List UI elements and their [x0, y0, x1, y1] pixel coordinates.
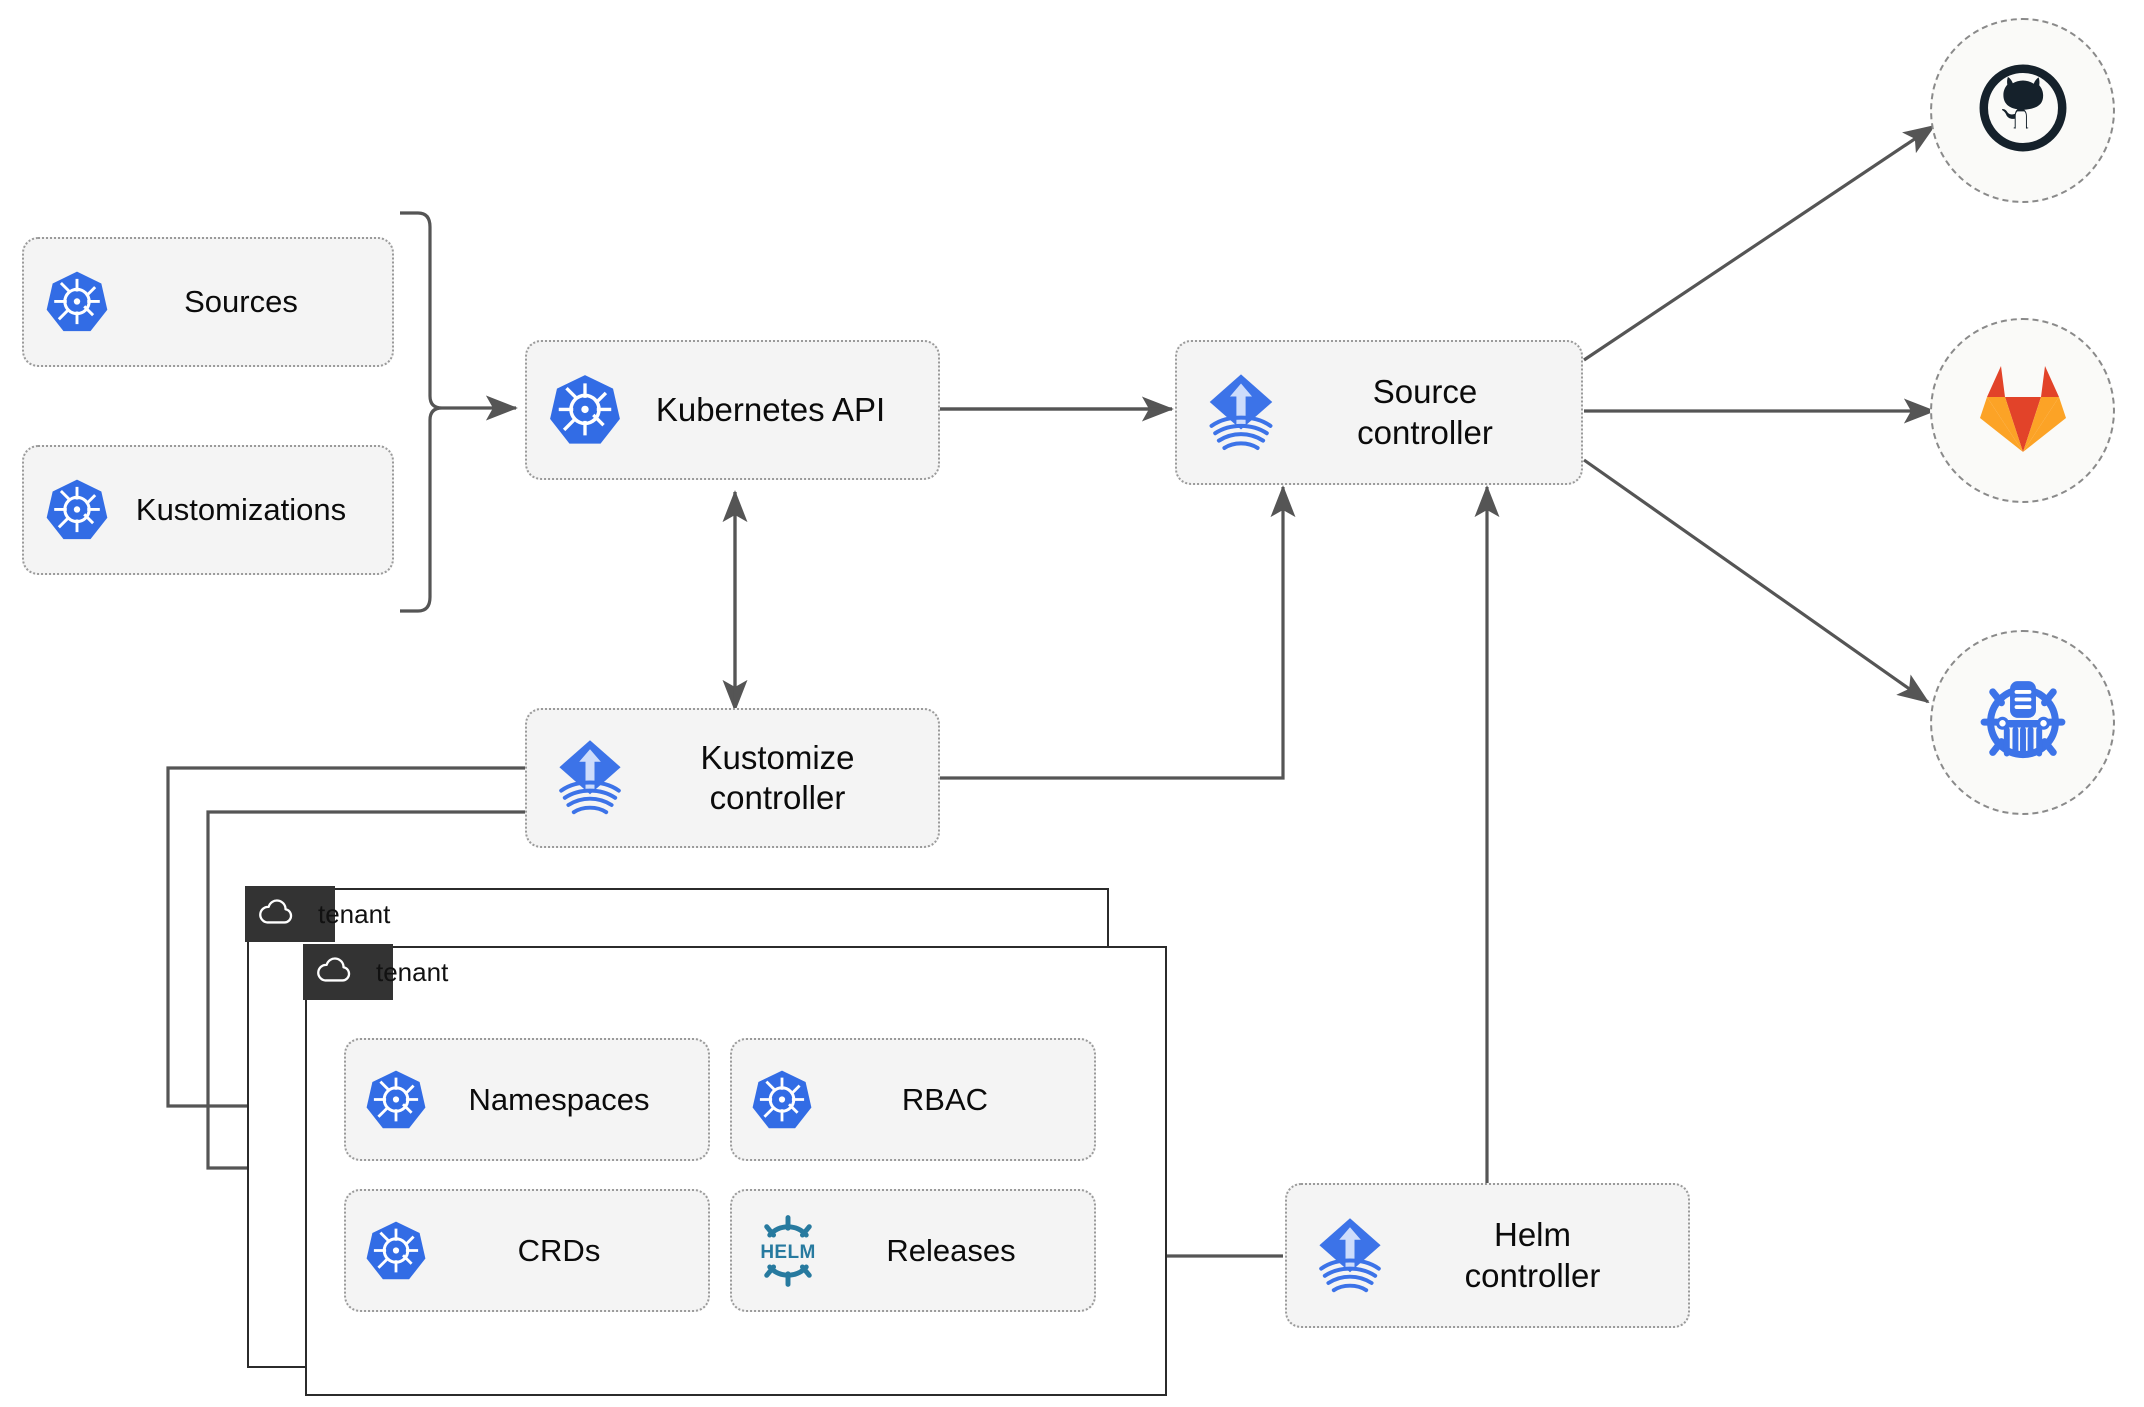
node-label-line2: controller	[1464, 1256, 1601, 1294]
tenant-label-back: tenant	[318, 898, 391, 929]
node-sources[interactable]: Sources	[22, 237, 394, 367]
node-label: Kustomizations	[135, 492, 347, 528]
github-icon	[1970, 55, 2076, 166]
node-label-line1: Kustomize	[700, 738, 855, 776]
kubernetes-icon	[750, 1068, 814, 1132]
node-kubernetes-api[interactable]: Kubernetes API	[525, 340, 940, 480]
node-label: Namespaces	[468, 1081, 650, 1117]
node-releases[interactable]: HELM Releases	[730, 1189, 1096, 1312]
flux-icon	[1195, 367, 1287, 459]
node-helm-controller[interactable]: Helm controller	[1285, 1183, 1690, 1328]
kubernetes-icon	[44, 269, 110, 335]
tenant-card-front[interactable]	[305, 946, 1167, 1396]
node-crds[interactable]: CRDs	[344, 1189, 710, 1312]
helm-icon: HELM	[750, 1213, 826, 1289]
flux-icon	[545, 733, 635, 823]
arrow-kustomize-to-source	[940, 485, 1296, 780]
kubernetes-icon	[547, 372, 623, 448]
node-source-controller[interactable]: Source controller	[1175, 340, 1583, 485]
endpoint-oci-registry[interactable]	[1930, 630, 2115, 815]
endpoint-github[interactable]	[1930, 18, 2115, 203]
cloud-icon	[315, 956, 353, 989]
node-label-line1: Source	[1372, 373, 1478, 411]
tenant-label-front: tenant	[376, 956, 449, 987]
kubernetes-icon	[364, 1068, 428, 1132]
node-label-line1: Helm	[1493, 1216, 1571, 1254]
node-label: CRDs	[517, 1232, 601, 1268]
tenant-tab-front	[303, 944, 393, 1000]
node-label: RBAC	[901, 1081, 989, 1117]
node-label-line2: controller	[709, 779, 846, 816]
kubernetes-icon	[364, 1219, 428, 1283]
node-label: Sources	[184, 284, 298, 320]
node-label: Helm controller	[1395, 1215, 1670, 1296]
node-rbac[interactable]: RBAC	[730, 1038, 1096, 1161]
arrow-source-to-oci	[1583, 458, 1930, 704]
flux-icon	[1305, 1211, 1395, 1301]
node-label: Kubernetes API	[655, 390, 886, 428]
arrow-source-to-github	[1583, 124, 1936, 362]
endpoint-gitlab[interactable]	[1930, 318, 2115, 503]
oci-registry-icon	[1969, 666, 2077, 779]
node-label: Source controller	[1287, 372, 1563, 453]
node-label-line2: controller	[1357, 413, 1493, 451]
gitlab-icon	[1973, 360, 2073, 461]
node-label: Kustomize controller	[635, 738, 920, 819]
tenant-tab-back	[245, 886, 335, 942]
kubernetes-icon	[44, 477, 110, 543]
svg-text:HELM: HELM	[760, 1241, 815, 1262]
node-kustomizations[interactable]: Kustomizations	[22, 445, 394, 575]
cloud-icon	[257, 898, 295, 931]
node-kustomize-controller[interactable]: Kustomize controller	[525, 708, 940, 848]
node-label: Releases	[886, 1232, 1016, 1268]
group-brace	[400, 211, 443, 613]
node-namespaces[interactable]: Namespaces	[344, 1038, 710, 1161]
